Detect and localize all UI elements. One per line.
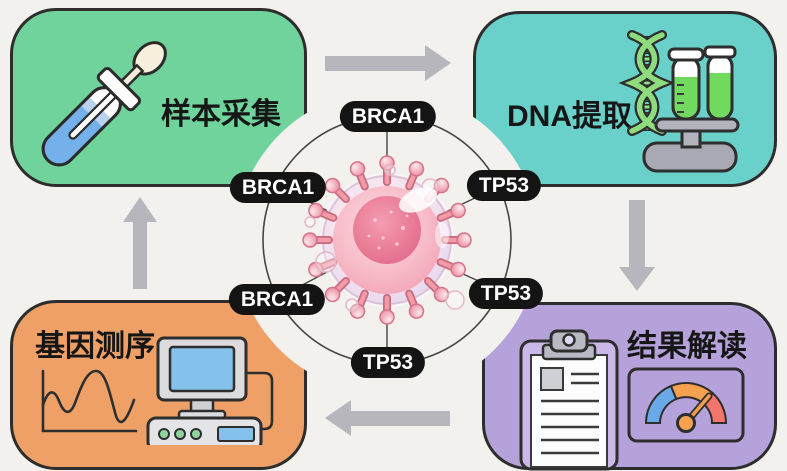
dna-helix-tubes-icon <box>618 30 740 173</box>
gene-pill-brca1-upper-left: BRCA1 <box>229 172 327 203</box>
gauge-frame <box>627 367 745 443</box>
cable <box>246 371 274 431</box>
arrow-right-icon <box>325 45 451 81</box>
gene-pill-tp53-upper-right: TP53 <box>466 170 542 201</box>
computer-waveform-icon <box>41 336 274 445</box>
gene-pill-tp53-lower-right: TP53 <box>468 278 544 309</box>
gene-pill-brca1-top: BRCA1 <box>339 101 437 132</box>
gene-pill-brca1-lower-left: BRCA1 <box>228 284 326 315</box>
stage-label-dna-extraction: DNA提取 <box>507 100 632 133</box>
arrow-down-icon <box>619 200 655 291</box>
stage-card-sample-collection: 样本采集 <box>10 8 307 187</box>
test-tube-left <box>667 47 705 121</box>
waveform-chart <box>41 369 138 433</box>
clipboard-report-icon <box>519 329 619 471</box>
nucleus-speckles <box>367 210 409 250</box>
swab-test-tube-icon <box>36 41 167 172</box>
gauge-hub <box>676 413 696 433</box>
gene-pill-tp53-bottom: TP53 <box>350 347 426 378</box>
nucleus <box>353 196 421 264</box>
cycle-arrows <box>123 45 655 436</box>
stage-label-sample-collection: 样本采集 <box>161 98 281 131</box>
clip-hole <box>562 333 576 347</box>
drive-slot <box>217 426 255 442</box>
test-tube-right <box>703 45 737 121</box>
screen <box>168 345 236 393</box>
arrow-up-icon <box>123 197 157 289</box>
arrow-left-icon <box>325 400 450 436</box>
genetic-testing-cycle-diagram: { "canvas": {"width": 787, "height": 442… <box>10 8 777 471</box>
cell-bubbles <box>304 164 465 312</box>
stand-arm <box>654 117 740 133</box>
center-overlay <box>123 45 655 436</box>
stage-label-result-interpretation: 结果解读 <box>627 330 747 363</box>
paper-thumbnail <box>540 367 564 391</box>
cell-illustration <box>303 156 471 324</box>
shine-highlight <box>399 187 437 213</box>
stage-label-gene-sequencing: 基因测序 <box>35 330 155 363</box>
stage-card-dna-extraction: DNA提取 <box>473 11 777 187</box>
risk-gauge-icon <box>627 367 745 443</box>
